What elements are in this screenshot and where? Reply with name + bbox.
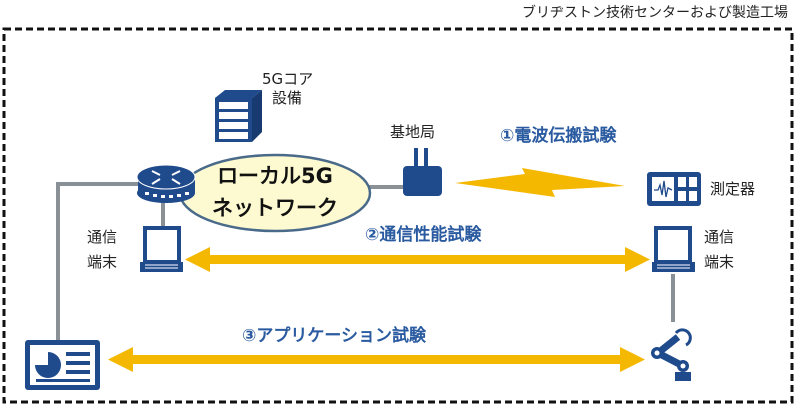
server-icon (215, 90, 262, 142)
measuring-instrument-icon (647, 172, 701, 206)
test-label-radio: ①電波伝搬試験 (500, 126, 617, 146)
terminal-left-line2: 端末 (87, 253, 118, 271)
core-label-line2: 設備 (272, 89, 303, 107)
arrow-communication-test (185, 247, 650, 272)
test-label-communication: ②通信性能試験 (365, 225, 482, 245)
terminal-right-line2: 端末 (704, 253, 735, 271)
link-router-dashboard (56, 182, 140, 342)
site-boundary (2, 27, 794, 404)
base-station-icon (403, 148, 442, 196)
robot-arm-icon (651, 328, 692, 381)
laptop-icon-right (652, 226, 695, 272)
terminal-left-line1: 通信 (87, 228, 118, 246)
network-label-line2: ネットワーク (212, 196, 338, 220)
base-station-label: 基地局 (390, 123, 436, 141)
laptop-icon-left (140, 226, 183, 272)
dashboard-monitor-icon (25, 340, 100, 390)
meter-label: 測定器 (710, 180, 756, 198)
network-label-line1: ローカル5G (217, 164, 333, 188)
radio-wave-lightning (455, 168, 625, 197)
site-location-label: ブリヂストン技術センターおよび製造工場 (522, 5, 788, 21)
arrow-application-test (108, 347, 645, 372)
test-label-application: ③アプリケーション試験 (242, 326, 427, 346)
terminal-right-line1: 通信 (704, 228, 735, 246)
router-icon (136, 164, 196, 203)
core-label-line1: 5Gコア (262, 70, 314, 88)
